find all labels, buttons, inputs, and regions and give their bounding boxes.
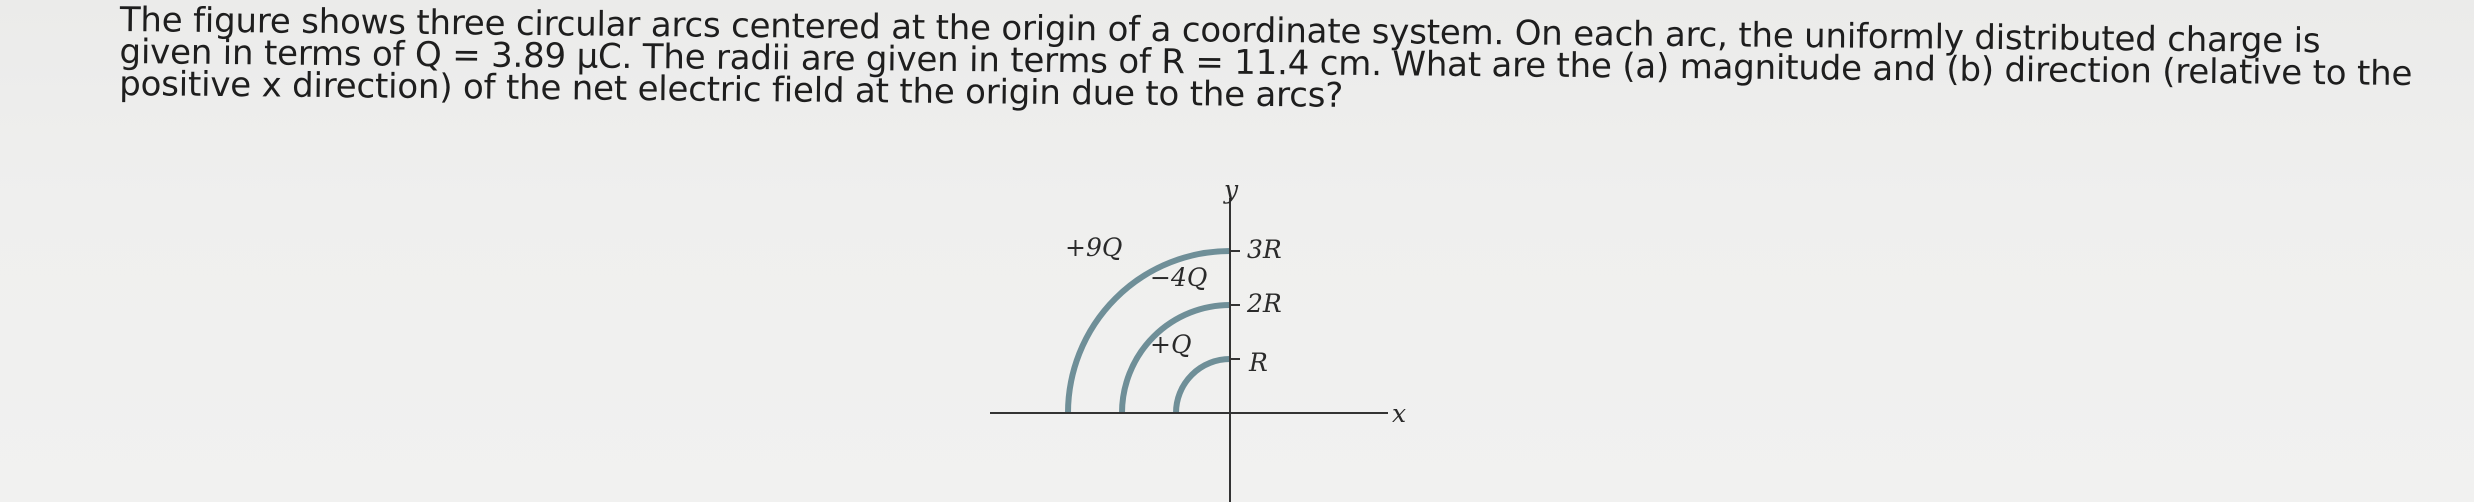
- arc-inner: [1173, 356, 1231, 414]
- arcs-diagram: y x 3R 2R R +9Q −4Q +Q: [990, 178, 1406, 502]
- radius-label-3R: 3R: [1247, 235, 1282, 264]
- charge-label-outer: +9Q: [1065, 233, 1122, 262]
- arcs-figure: y x 3R 2R R +9Q −4Q +Q: [985, 178, 1425, 502]
- y-axis-label: y: [1223, 178, 1239, 204]
- x-axis-label: x: [1392, 399, 1406, 428]
- arc-outer: [1065, 248, 1231, 414]
- radius-label-R: R: [1248, 348, 1268, 377]
- question-text: The figure shows three circular arcs cen…: [119, 0, 2412, 122]
- charge-label-inner: +Q: [1150, 330, 1191, 359]
- arc-middle: [1119, 302, 1231, 414]
- radius-label-2R: 2R: [1246, 289, 1282, 318]
- charge-label-middle: −4Q: [1150, 263, 1207, 292]
